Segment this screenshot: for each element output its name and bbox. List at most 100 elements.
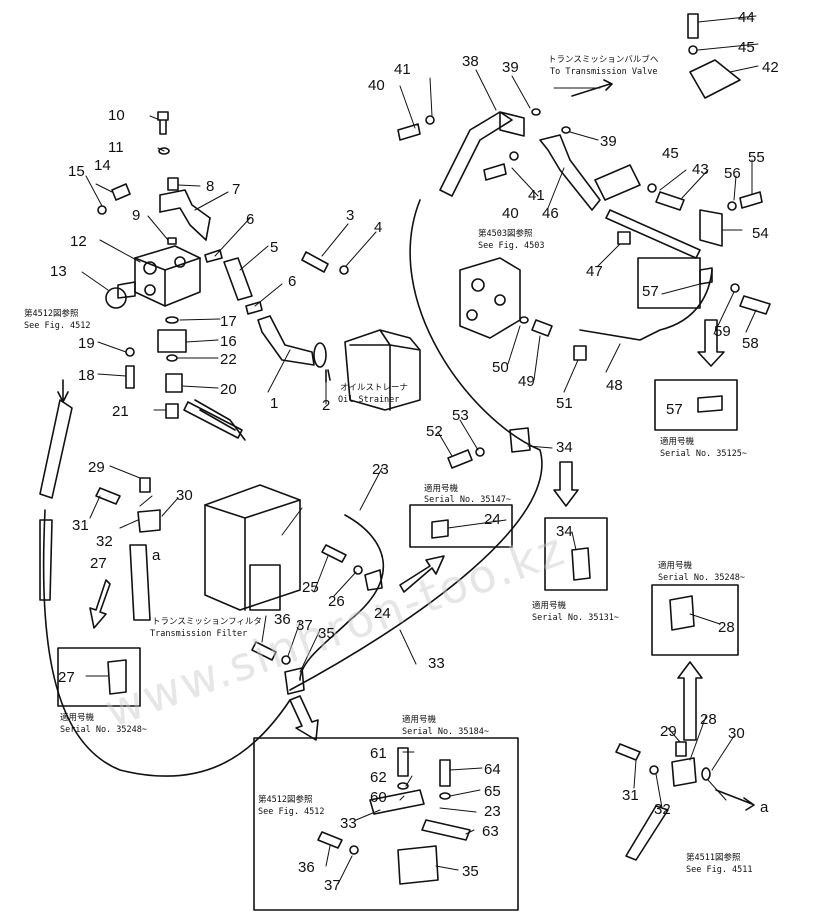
fitting-29 [139, 477, 151, 493]
note-fig4503-en: See Fig. 4503 [478, 241, 545, 251]
part-number: 12 [70, 233, 87, 250]
elbow-28a [137, 509, 161, 533]
note-filter-jp: トランスミッションフィルタ [152, 617, 262, 627]
washer-15 [97, 205, 107, 215]
part-number: a [152, 547, 161, 564]
washer-53 [475, 447, 485, 457]
note-fig4511-en: See Fig. 4511 [686, 865, 753, 875]
clamp-24 [364, 569, 383, 591]
note-serial-35147: Serial No. 35147~ [424, 495, 511, 505]
part-number: 45 [662, 145, 679, 162]
bolt-55 [739, 191, 763, 209]
part-number: 6 [288, 273, 296, 290]
inset-27 [57, 647, 141, 707]
inset-57b [654, 379, 738, 431]
washer-59 [730, 283, 740, 293]
part-number: 4 [374, 219, 382, 236]
note-applic: 適用号機 [660, 436, 695, 447]
part-number: 53 [452, 407, 469, 424]
note-to-valve-jp: トランスミッションバルブへ [548, 54, 659, 65]
washer-19 [125, 347, 135, 357]
elbow-28b [671, 757, 697, 787]
washer-45b [647, 183, 657, 193]
note-serial-35125: Serial No. 35125~ [660, 449, 747, 459]
oring-11 [158, 147, 170, 155]
bolt-10 [157, 111, 169, 135]
part-number: 19 [78, 335, 95, 352]
part-number: 45 [738, 39, 755, 56]
part-number: 41 [528, 187, 545, 204]
part-number: 41 [394, 61, 411, 78]
part-number: 30 [176, 487, 193, 504]
washer-45a [688, 45, 698, 55]
oring-2 [325, 369, 331, 383]
bolt-52 [447, 449, 473, 469]
oring-22 [166, 354, 178, 362]
part-number: 59 [714, 323, 731, 340]
part-number: 22 [220, 351, 237, 368]
oil-strainer [344, 329, 421, 411]
inset-24 [409, 504, 513, 548]
fitting-49 [531, 319, 553, 337]
part-number: 58 [742, 335, 759, 352]
part-number: 16 [220, 333, 237, 350]
oring-62 [397, 782, 409, 790]
note-applic: 適用号機 [424, 483, 459, 494]
pipe-38 [439, 111, 513, 197]
pipe-7 [159, 189, 211, 241]
fitting-47 [617, 231, 631, 245]
part-number: 17 [220, 313, 237, 330]
note-filter-en: Transmission Filter [150, 629, 247, 639]
part-number: 39 [502, 59, 519, 76]
part-number: 48 [606, 377, 623, 394]
part-number: 35 [462, 863, 479, 880]
part-number: 14 [94, 157, 111, 174]
oring-39b [561, 126, 571, 134]
part-number: 20 [220, 381, 237, 398]
transmission-valve [459, 257, 521, 339]
part-number: 24 [484, 511, 501, 528]
bolt-14 [111, 183, 131, 201]
clamp-34a [509, 427, 531, 453]
bolt-36b [317, 831, 343, 849]
part-number: a [760, 799, 769, 816]
part-number: 60 [370, 789, 387, 806]
part-number: 27 [58, 669, 75, 686]
part-number: 51 [556, 395, 573, 412]
part-number: 43 [692, 161, 709, 178]
part-number: 11 [108, 139, 124, 156]
hose-33 [289, 199, 543, 691]
part-number: 1 [270, 395, 278, 412]
note-fig4511-jp: 第4511図参照 [686, 852, 741, 863]
pipe-left [39, 399, 73, 601]
pump-assembly [105, 245, 201, 309]
fitting-20 [165, 373, 183, 393]
note-fig4503-jp: 第4503図参照 [478, 228, 533, 239]
part-number: 3 [346, 207, 354, 224]
note-strainer-en: Oil Strainer [338, 395, 399, 405]
part-number: 31 [72, 517, 89, 534]
collar-6b [245, 301, 263, 315]
bolt-31 [95, 487, 121, 505]
part-number: 40 [368, 77, 385, 94]
part-number: 31 [622, 787, 639, 804]
bolt-25 [321, 544, 347, 563]
washer-41a [425, 115, 435, 125]
note-serial-35248b: Serial No. 35248~ [658, 573, 745, 583]
suction-pipe-1 [257, 315, 315, 366]
washer-4 [339, 265, 349, 275]
part-number: 63 [482, 823, 499, 840]
part-number: 10 [108, 107, 125, 124]
part-number: 23 [484, 803, 501, 820]
washer-56 [727, 201, 737, 211]
part-number: 29 [660, 723, 677, 740]
washer-41b [509, 151, 519, 161]
part-number: 21 [112, 403, 129, 420]
bolt-40b [483, 163, 507, 181]
transmission-filter [194, 399, 301, 611]
hose-23 [299, 514, 385, 681]
pipe-46 [539, 134, 601, 211]
bracket-42 [689, 59, 741, 99]
inset-28 [651, 584, 739, 656]
